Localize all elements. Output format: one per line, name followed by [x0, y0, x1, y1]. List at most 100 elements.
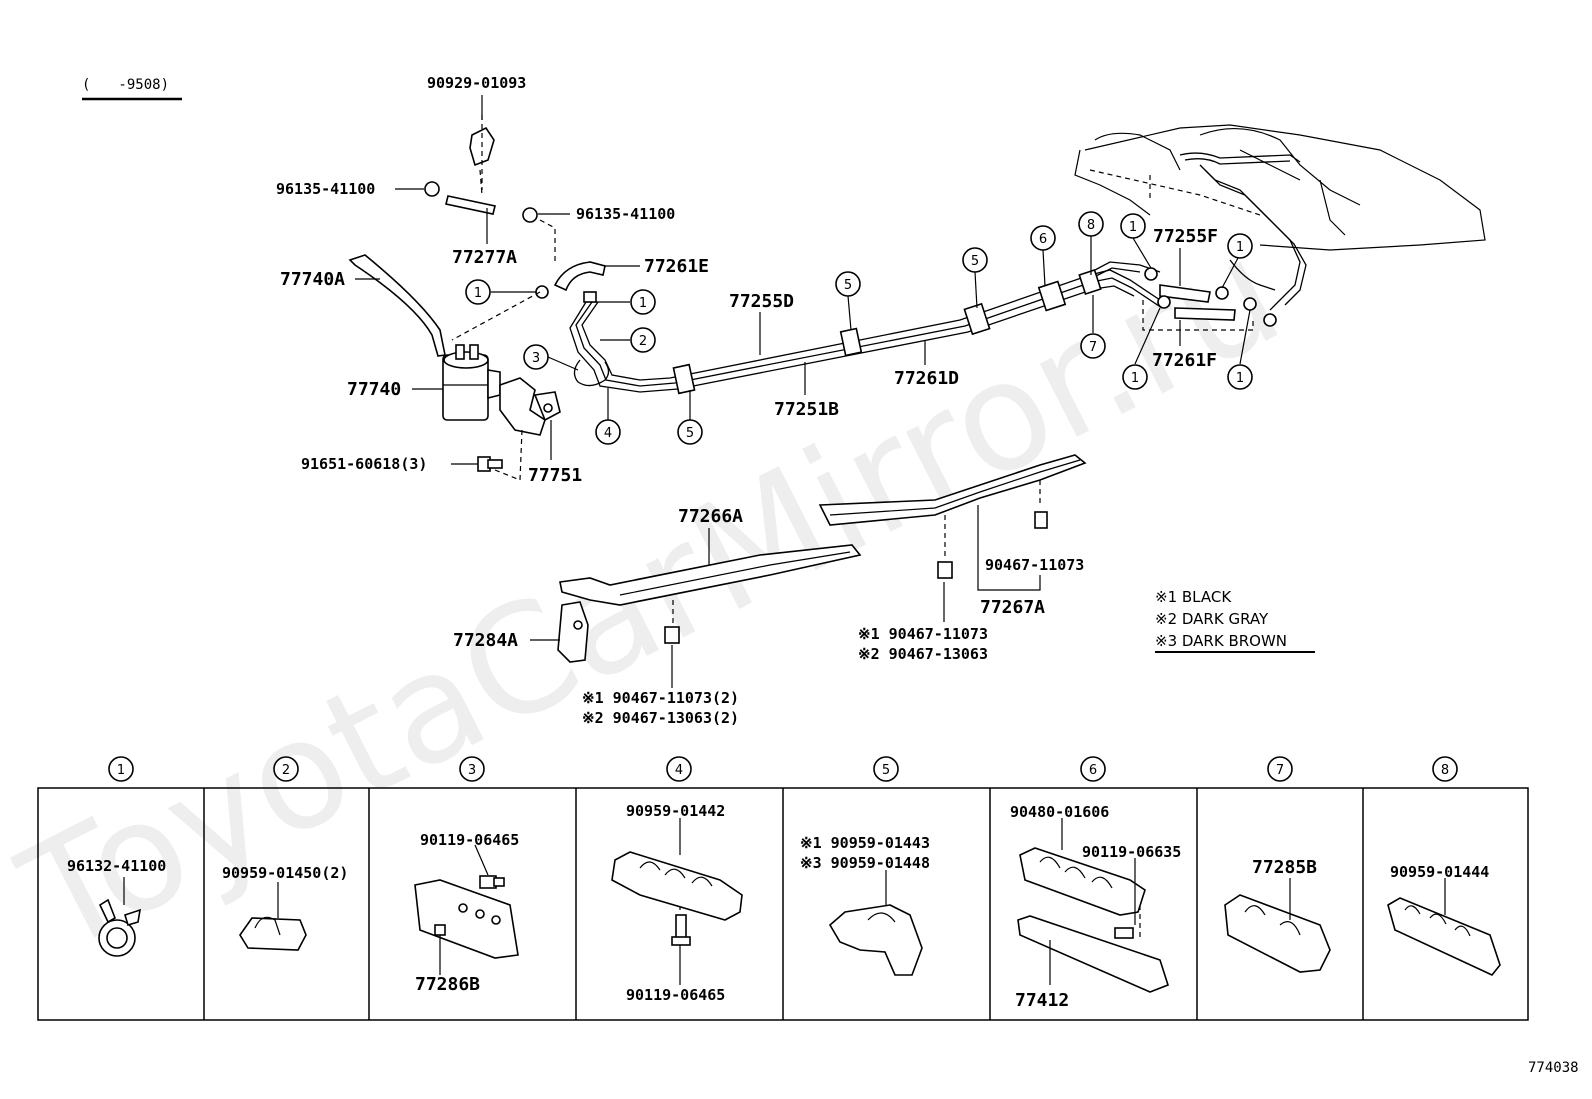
svg-text:4: 4	[604, 426, 612, 441]
panel-numbers: 1 2 3 4 5 6 7 8	[108, 756, 1458, 782]
panel-part-label: ※3 90959-01448	[800, 854, 930, 872]
callout-circle: 1	[465, 279, 491, 305]
panel-part-label: 77286B	[415, 974, 480, 995]
bolt-note: ※2 90467-13063(2)	[582, 709, 739, 727]
callout-circle: 1	[1227, 364, 1253, 390]
part-label: 77261D	[894, 368, 959, 389]
panel-number: 5	[873, 756, 899, 782]
svg-text:4: 4	[675, 763, 683, 778]
callout-circle: 1	[1120, 213, 1146, 239]
callout-circles: 1 1 1 1 1 1 1 2 3 4 5 5 5 6 7 8	[0, 0, 1253, 445]
part-label: 96135-41100	[576, 205, 675, 223]
figure-number: 774038	[1528, 1060, 1579, 1076]
callout-circle: 1	[0, 0, 8, 4]
panel-part-label: 90119-06465	[420, 831, 519, 849]
part-label: 77267A	[980, 597, 1045, 618]
svg-text:6: 6	[1039, 232, 1047, 247]
part-label: 77740	[347, 379, 401, 400]
panel-number: 2	[273, 756, 299, 782]
part-label: 77284A	[453, 630, 518, 651]
callout-circle: 2	[630, 327, 656, 353]
panel-6-clamp-and-bracket	[1017, 818, 1169, 993]
callout-circle: 5	[962, 247, 988, 273]
svg-text:8: 8	[1087, 218, 1095, 233]
callout-circle: 1	[1122, 364, 1148, 390]
panel-1-clamp	[98, 877, 142, 957]
svg-text:6: 6	[1089, 763, 1097, 778]
panel-number: 7	[1267, 756, 1293, 782]
panel-number: 4	[666, 756, 692, 782]
svg-text:1: 1	[1236, 371, 1244, 386]
bolt-91651	[477, 456, 503, 472]
svg-text:5: 5	[971, 254, 979, 269]
bolt-note: ※1 90467-11073(2)	[582, 689, 739, 707]
panel-part-label: 77412	[1015, 990, 1069, 1011]
hose-77261e	[535, 261, 606, 303]
part-label: 77277A	[452, 247, 517, 268]
panel-3-bracket	[414, 844, 519, 975]
svg-text:1: 1	[1236, 240, 1244, 255]
bolt-note: ※2 90467-13063	[858, 645, 988, 663]
svg-text:1: 1	[0, 0, 8, 4]
panel-number: 8	[1432, 756, 1458, 782]
part-label: 77266A	[678, 506, 743, 527]
bracket-77284a	[557, 601, 589, 663]
svg-text:2: 2	[639, 334, 647, 349]
svg-text:5: 5	[686, 426, 694, 441]
panel-2-clip	[239, 882, 307, 951]
svg-text:1: 1	[117, 763, 125, 778]
part-label: 90467-11073	[985, 556, 1084, 574]
panel-part-label: 90959-01450(2)	[222, 864, 348, 882]
callout-leaders	[491, 236, 1251, 420]
canister-bracket	[499, 377, 561, 436]
frame-rail-77267a	[818, 454, 1087, 526]
panel-part-label: 90959-01442	[626, 802, 725, 820]
leader-lines	[355, 95, 1181, 688]
part-label: 77261E	[644, 256, 709, 277]
callout-circle: 5	[835, 271, 861, 297]
legend-item: ※3 DARK BROWN	[1155, 632, 1287, 650]
panel-part-label: 96132-41100	[67, 857, 166, 875]
part-label: 77251B	[774, 399, 839, 420]
svg-text:3: 3	[468, 763, 476, 778]
panel-number: 1	[108, 756, 134, 782]
panel-8-clamp	[1387, 878, 1501, 976]
panel-part-label: 90480-01606	[1010, 803, 1109, 821]
range-label: ( -9508)	[82, 77, 169, 93]
svg-text:3: 3	[532, 351, 540, 366]
svg-text:1: 1	[1129, 220, 1137, 235]
legend-item: ※1 BLACK	[1155, 588, 1232, 606]
panel-7-clamp	[1224, 878, 1331, 973]
hose-77277a	[424, 126, 538, 223]
svg-text:5: 5	[882, 763, 890, 778]
legend-item: ※2 DARK GRAY	[1155, 610, 1269, 628]
bolt-note: ※1 90467-11073	[858, 625, 988, 643]
svg-text:7: 7	[1276, 763, 1284, 778]
callout-circle: 1	[630, 289, 656, 315]
callout-circle: 7	[1080, 333, 1106, 359]
panel-number: 3	[459, 756, 485, 782]
hoses-77255f-77261f	[1144, 267, 1277, 327]
part-label: 96135-41100	[276, 180, 375, 198]
callout-circle: 5	[677, 419, 703, 445]
svg-text:7: 7	[1089, 340, 1097, 355]
svg-text:8: 8	[1441, 763, 1449, 778]
frame-bolts	[664, 511, 1048, 644]
callout-circle: 1	[1227, 233, 1253, 259]
fuel-tank-drawing	[1074, 124, 1486, 311]
panel-number: 6	[1080, 756, 1106, 782]
part-label: 90929-01093	[427, 74, 526, 92]
callout-circle: 6	[1030, 225, 1056, 251]
panel-part-label: 90119-06635	[1082, 843, 1181, 861]
panel-part-label: 90119-06465	[626, 986, 725, 1004]
panel-5-clamp	[828, 870, 923, 976]
svg-text:1: 1	[474, 286, 482, 301]
panel-4-clamp	[611, 818, 743, 985]
callout-circle: 3	[523, 344, 549, 370]
detail-panels	[37, 787, 1529, 1021]
charcoal-canister	[348, 254, 501, 421]
panel-part-label: 90959-01444	[1390, 863, 1489, 881]
panel-part-label: 77285B	[1252, 857, 1317, 878]
